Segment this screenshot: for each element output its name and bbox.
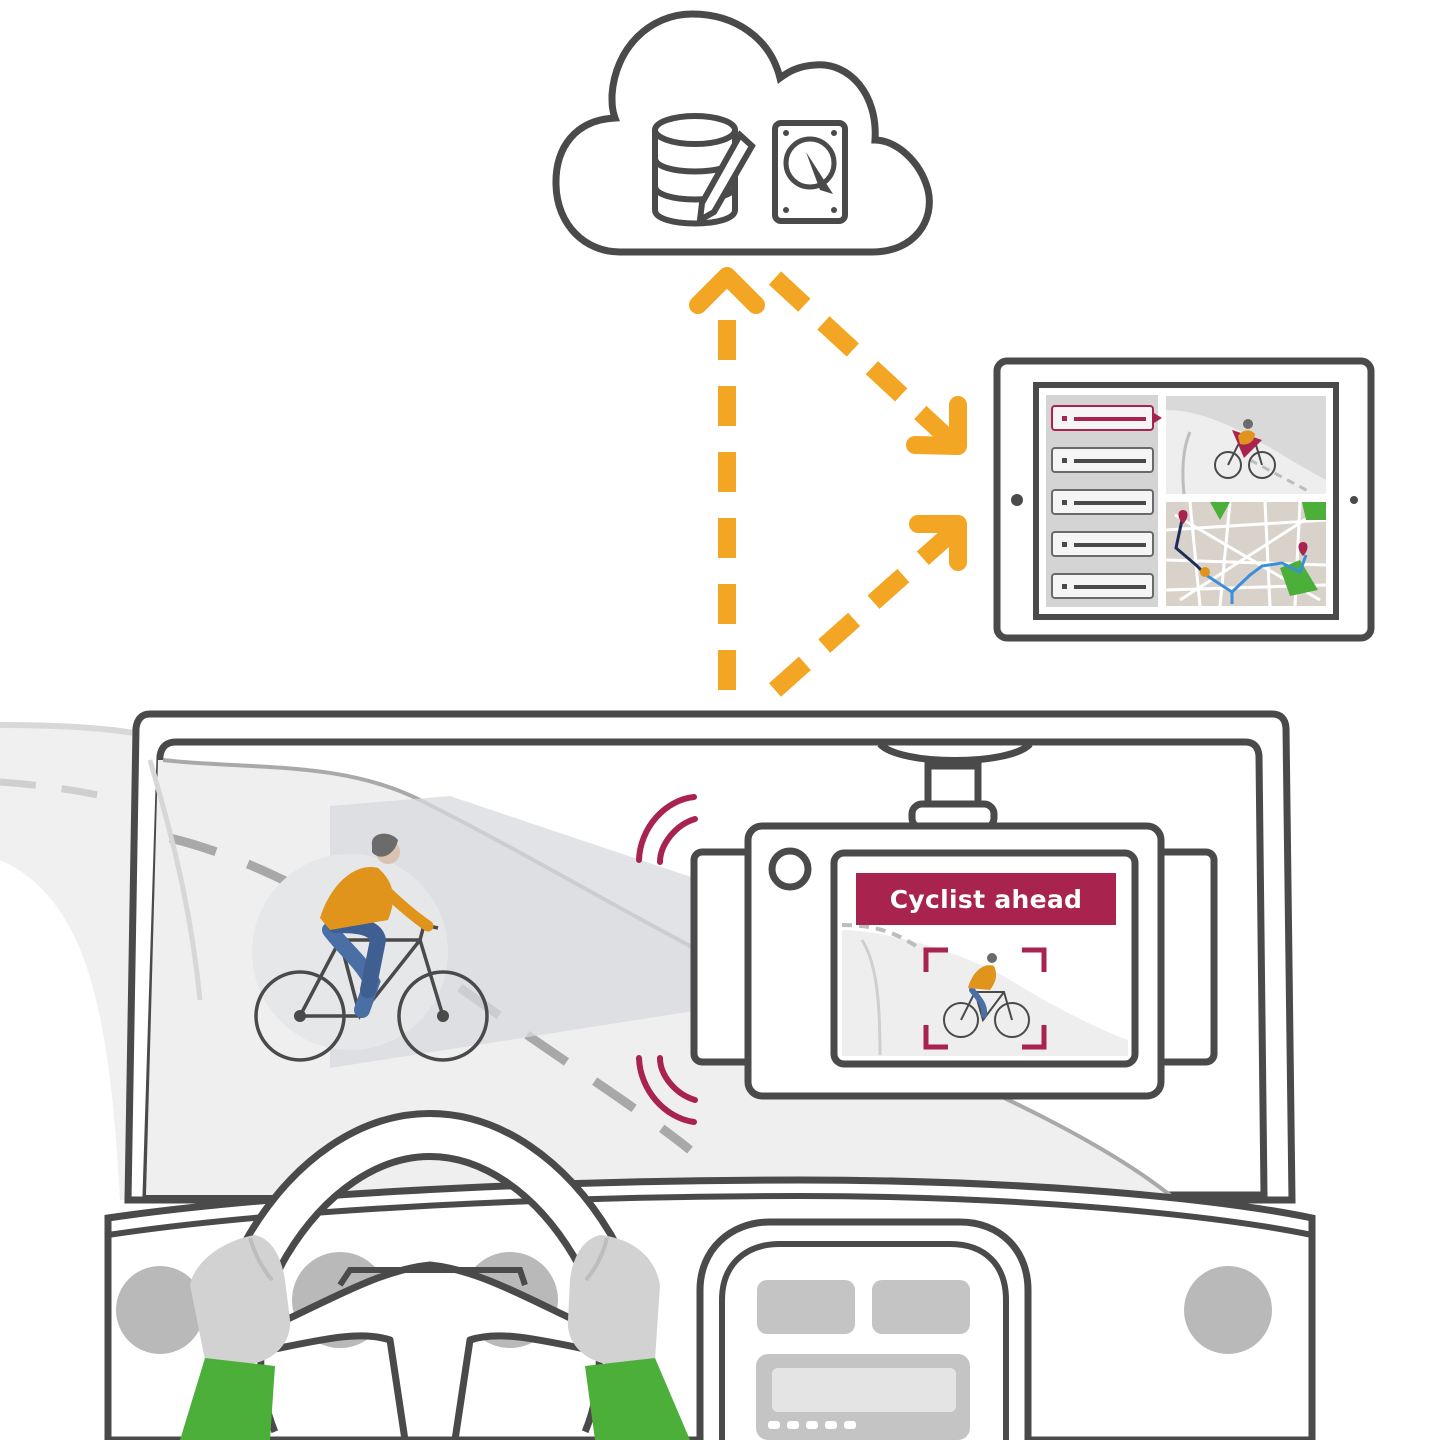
tablet-list: [1051, 405, 1162, 599]
right-air-vent: [1184, 1266, 1272, 1354]
dashcam-icon: [690, 741, 1218, 1100]
left-sleeve: [180, 1358, 275, 1440]
right-sleeve: [585, 1358, 690, 1440]
cyclist-icon: [254, 833, 489, 1062]
cloud-to-tablet-arrow: [768, 271, 957, 447]
cloud-icon: [552, 10, 933, 256]
car-to-tablet-arrow: [769, 527, 956, 697]
tablet-map: [1165, 501, 1327, 607]
right-hand: [567, 1235, 690, 1440]
left-hand: [180, 1235, 291, 1440]
left-air-vent: [116, 1266, 204, 1354]
console-button-left: [757, 1280, 855, 1334]
road-outside: [0, 722, 146, 1200]
alert-banner: [856, 873, 1116, 925]
database-edit-icon: [652, 113, 756, 227]
data-flow-arrows: [689, 267, 967, 697]
hard-drive-icon: [772, 120, 848, 224]
cyclist-icon-small: [943, 953, 1030, 1038]
tablet-road-view: [1166, 396, 1326, 495]
console-button-right: [872, 1280, 970, 1334]
signal-waves: [636, 794, 698, 1125]
tablet-icon: [993, 357, 1375, 642]
